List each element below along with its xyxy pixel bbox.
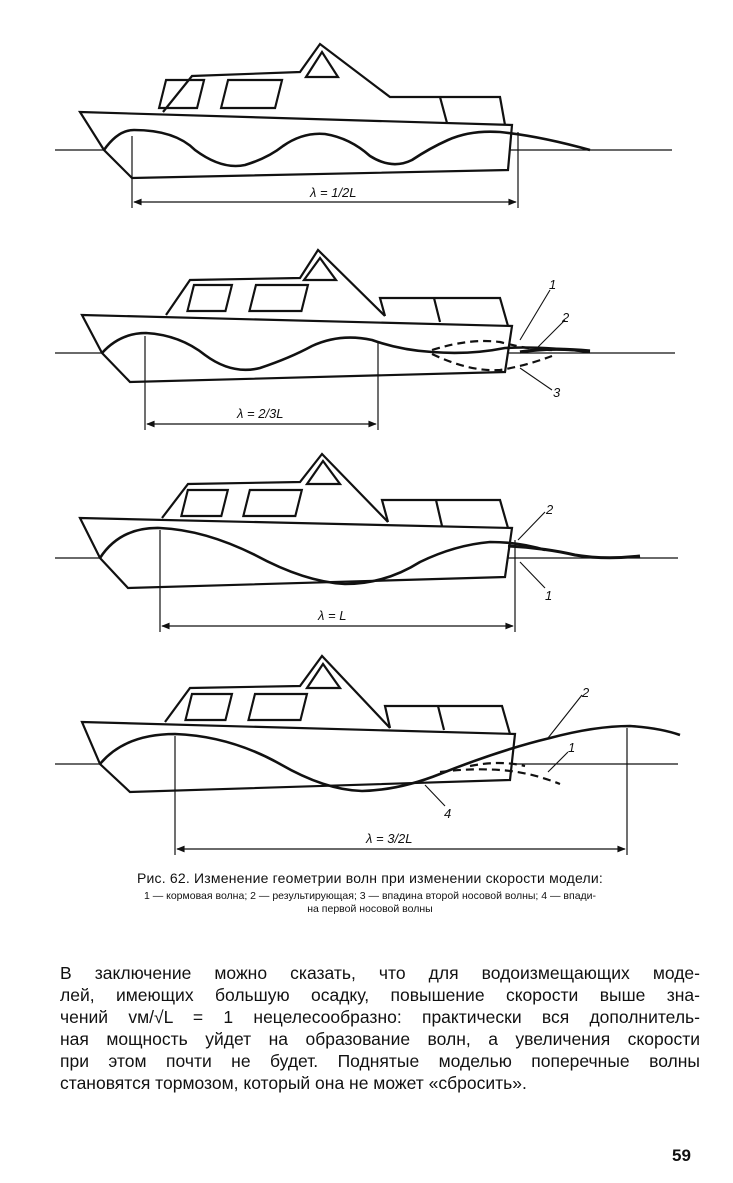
window-3b: [241, 488, 304, 518]
lambda-label-3: λ = L: [317, 608, 346, 623]
hull-2: [80, 313, 514, 384]
caption-legend-line-2: на первой носовой волны: [307, 903, 433, 915]
wave-2-dashed-3: [431, 353, 553, 372]
callout-2-1: 1: [549, 277, 556, 292]
lambda-label-1: λ = 1/2L: [309, 185, 357, 200]
body-line: чений vм/√L = 1 нецелесообразно: практич…: [60, 1007, 700, 1027]
callout-4-1: 1: [568, 740, 575, 755]
body-line: В заключение можно сказать, что для водо…: [60, 963, 700, 983]
body-line: лей, имеющих большую осадку, повышение с…: [60, 985, 700, 1005]
callout-4-2: 2: [581, 685, 590, 700]
lambda-label-4: λ = 3/2L: [365, 831, 413, 846]
window-2b: [248, 283, 310, 313]
cabin-2: [165, 248, 386, 317]
body-line: становятся тормозом, который она не може…: [60, 1073, 527, 1093]
hull-1: [77, 110, 514, 180]
wave-4: [99, 724, 681, 793]
window-4a: [184, 692, 234, 722]
boat-diagram-2: λ = 2/3L 1 2 3: [55, 248, 675, 430]
cabin-4: [164, 654, 391, 729]
body-line: при этом почти не будет. Поднятые модель…: [60, 1051, 700, 1071]
window-1a: [157, 78, 206, 110]
caption-legend: 1 — кормовая волна; 2 — результирующая; …: [40, 890, 700, 916]
lambda-label-2: λ = 2/3L: [236, 406, 284, 421]
window-3a: [179, 488, 230, 518]
cabin-3: [161, 452, 389, 523]
window-1c: [303, 49, 341, 79]
page-number: 59: [672, 1146, 691, 1165]
window-3c: [304, 459, 343, 486]
wave-4-dashed-1: [439, 768, 561, 786]
callout-3-2: 2: [545, 502, 554, 517]
wave-2: [101, 331, 591, 372]
caption-title: Рис. 62. Изменение геометрии волн при из…: [136, 870, 604, 886]
boat-diagram-4: λ = 3/2L 2 1 4: [55, 654, 681, 855]
callout-2-2: 2: [561, 310, 570, 325]
caption-legend-line-1: 1 — кормовая волна; 2 — результирующая; …: [143, 890, 597, 902]
window-4c: [304, 662, 343, 690]
boat-diagram-1: λ = 1/2L: [55, 42, 672, 208]
callout-2-3: 3: [553, 385, 561, 400]
body-line: ная мощность уйдет на образование волн, …: [60, 1029, 700, 1049]
figure-caption: Рис. 62. Изменение геометрии волн при из…: [40, 870, 700, 916]
window-1b: [219, 78, 284, 110]
window-2a: [186, 283, 234, 313]
callout-3-1: 1: [545, 588, 552, 603]
wave-1: [102, 128, 591, 168]
wave-3-tail: [507, 544, 641, 560]
hull-4: [80, 720, 517, 794]
wave-3: [98, 526, 546, 586]
cabin-1: [162, 42, 507, 126]
window-2c: [301, 256, 339, 282]
callout-4-4: 4: [444, 806, 451, 821]
window-4b: [247, 692, 309, 722]
boat-diagram-3: λ = L 2 1: [55, 452, 678, 632]
body-paragraph: В заключение можно сказать, что для водо…: [60, 962, 700, 1094]
wave-figure: λ = 1/2L λ = 2/3L 1 2 3: [55, 42, 681, 855]
